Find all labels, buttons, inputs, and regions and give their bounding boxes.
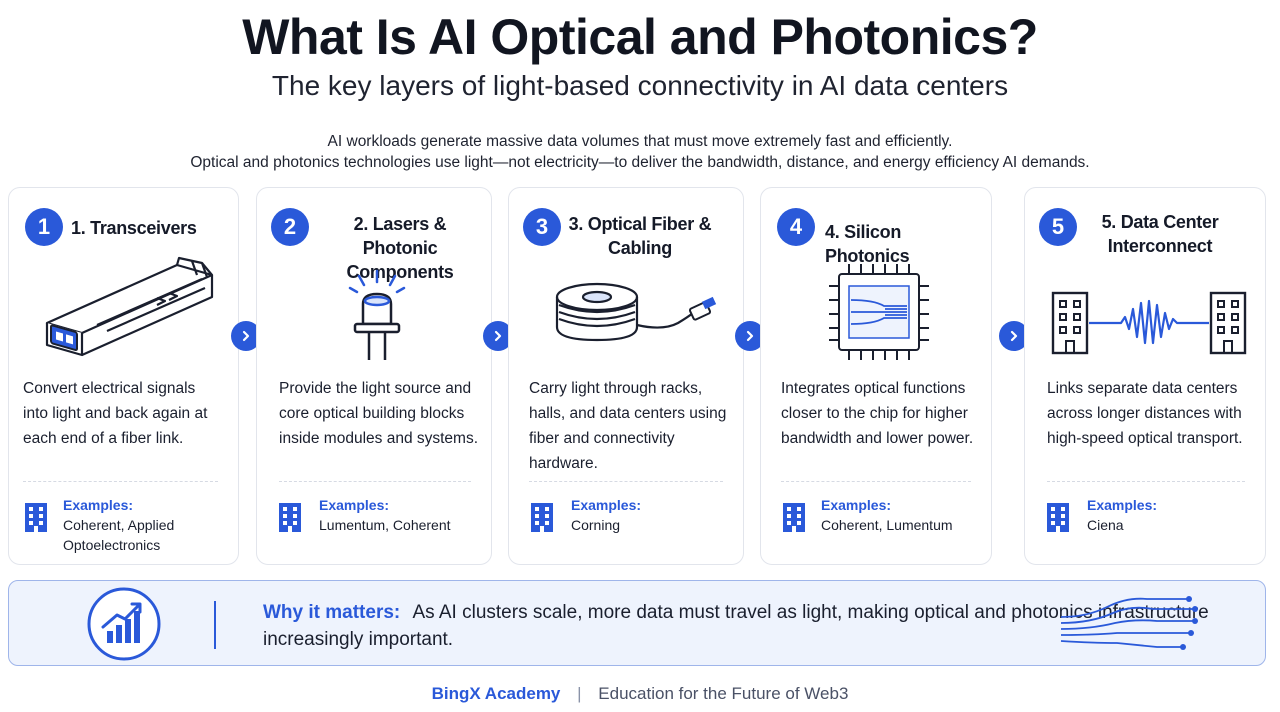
building-icon — [1047, 503, 1069, 532]
card-divider — [529, 481, 723, 482]
card-divider — [279, 481, 471, 482]
why-it-matters-panel: Why it matters: As AI clusters scale, mo… — [8, 580, 1266, 666]
building-icon — [531, 503, 553, 532]
examples-value: Lumentum, Coherent — [319, 517, 451, 533]
fiber-spool-icon — [555, 282, 717, 342]
step-badge-4: 4 — [777, 208, 815, 246]
card-description: Carry light through racks, halls, and da… — [529, 380, 727, 472]
card-description: Links separate data centers across longe… — [1047, 380, 1243, 447]
examples-value: Coherent, Lumentum — [821, 517, 953, 533]
card-divider — [1047, 481, 1245, 482]
divider-line — [214, 601, 216, 649]
card-description: Provide the light source and core optica… — [279, 380, 479, 447]
footer-tagline: Education for the Future of Web3 — [598, 684, 849, 703]
card-title: 5. Data Center Interconnect — [1101, 212, 1219, 256]
building-icon — [783, 503, 805, 532]
examples-label: Examples: — [571, 497, 642, 513]
building-icon — [279, 503, 301, 532]
why-body: As AI clusters scale, more data must tra… — [263, 602, 1209, 650]
examples-label: Examples: — [63, 497, 134, 513]
card-fiber: 3 3. Optical Fiber & Cabling Carry light… — [508, 187, 744, 565]
card-divider — [781, 481, 971, 482]
intro-line-2: Optical and photonics technologies use l… — [190, 154, 1090, 171]
step-badge-5: 5 — [1039, 208, 1077, 246]
card-title: 3. Optical Fiber & Cabling — [568, 214, 712, 258]
card-title: 1. Transceivers — [71, 218, 197, 238]
page-subtitle: The key layers of light-based connectivi… — [271, 70, 1009, 101]
examples-value: Corning — [571, 517, 621, 533]
datacenter-link-icon — [1051, 291, 1247, 355]
footer-separator: | — [577, 684, 582, 703]
card-title: 4. Silicon Photonics — [825, 222, 910, 266]
laser-diode-icon — [348, 269, 406, 360]
card-silicon-photonics: 4 4. Silicon Photonics Integrates optica… — [760, 187, 992, 565]
examples-label: Examples: — [821, 497, 892, 513]
card-transceivers: 1 1. Transceivers Convert electrical sig… — [8, 187, 239, 565]
growth-chart-icon — [87, 587, 161, 661]
card-title: 2. Lasers & Photonic Components — [346, 214, 454, 282]
card-description: Convert electrical signals into light an… — [23, 380, 208, 447]
card-divider — [23, 481, 218, 482]
footer: BingX Academy | Education for the Future… — [0, 684, 1280, 704]
card-description: Integrates optical functions closer to t… — [781, 380, 974, 447]
why-label: Why it matters: — [263, 602, 401, 623]
step-badge-3: 3 — [523, 208, 561, 246]
examples-value: Coherent, Applied Optoelectronics — [63, 517, 175, 553]
why-text: Why it matters: As AI clusters scale, mo… — [263, 599, 1265, 653]
card-lasers: 2 2. Lasers & Photonic Components Provid… — [256, 187, 492, 565]
light-lines-icon — [1060, 596, 1198, 650]
intro-text: AI workloads generate massive data volum… — [0, 131, 1280, 173]
transceiver-icon — [45, 256, 214, 357]
examples-label: Examples: — [319, 497, 390, 513]
examples-label: Examples: — [1087, 497, 1158, 513]
examples-value: Ciena — [1087, 517, 1124, 533]
card-dci: 5 5. Data Center Interconnect Links sepa… — [1024, 187, 1266, 565]
step-badge-2: 2 — [271, 208, 309, 246]
building-icon — [25, 503, 47, 532]
footer-brand: BingX Academy — [431, 684, 561, 703]
intro-line-1: AI workloads generate massive data volum… — [327, 133, 953, 150]
page-title: What Is AI Optical and Photonics? — [242, 9, 1038, 65]
photonic-chip-icon — [829, 264, 929, 360]
step-badge-1: 1 — [25, 208, 63, 246]
